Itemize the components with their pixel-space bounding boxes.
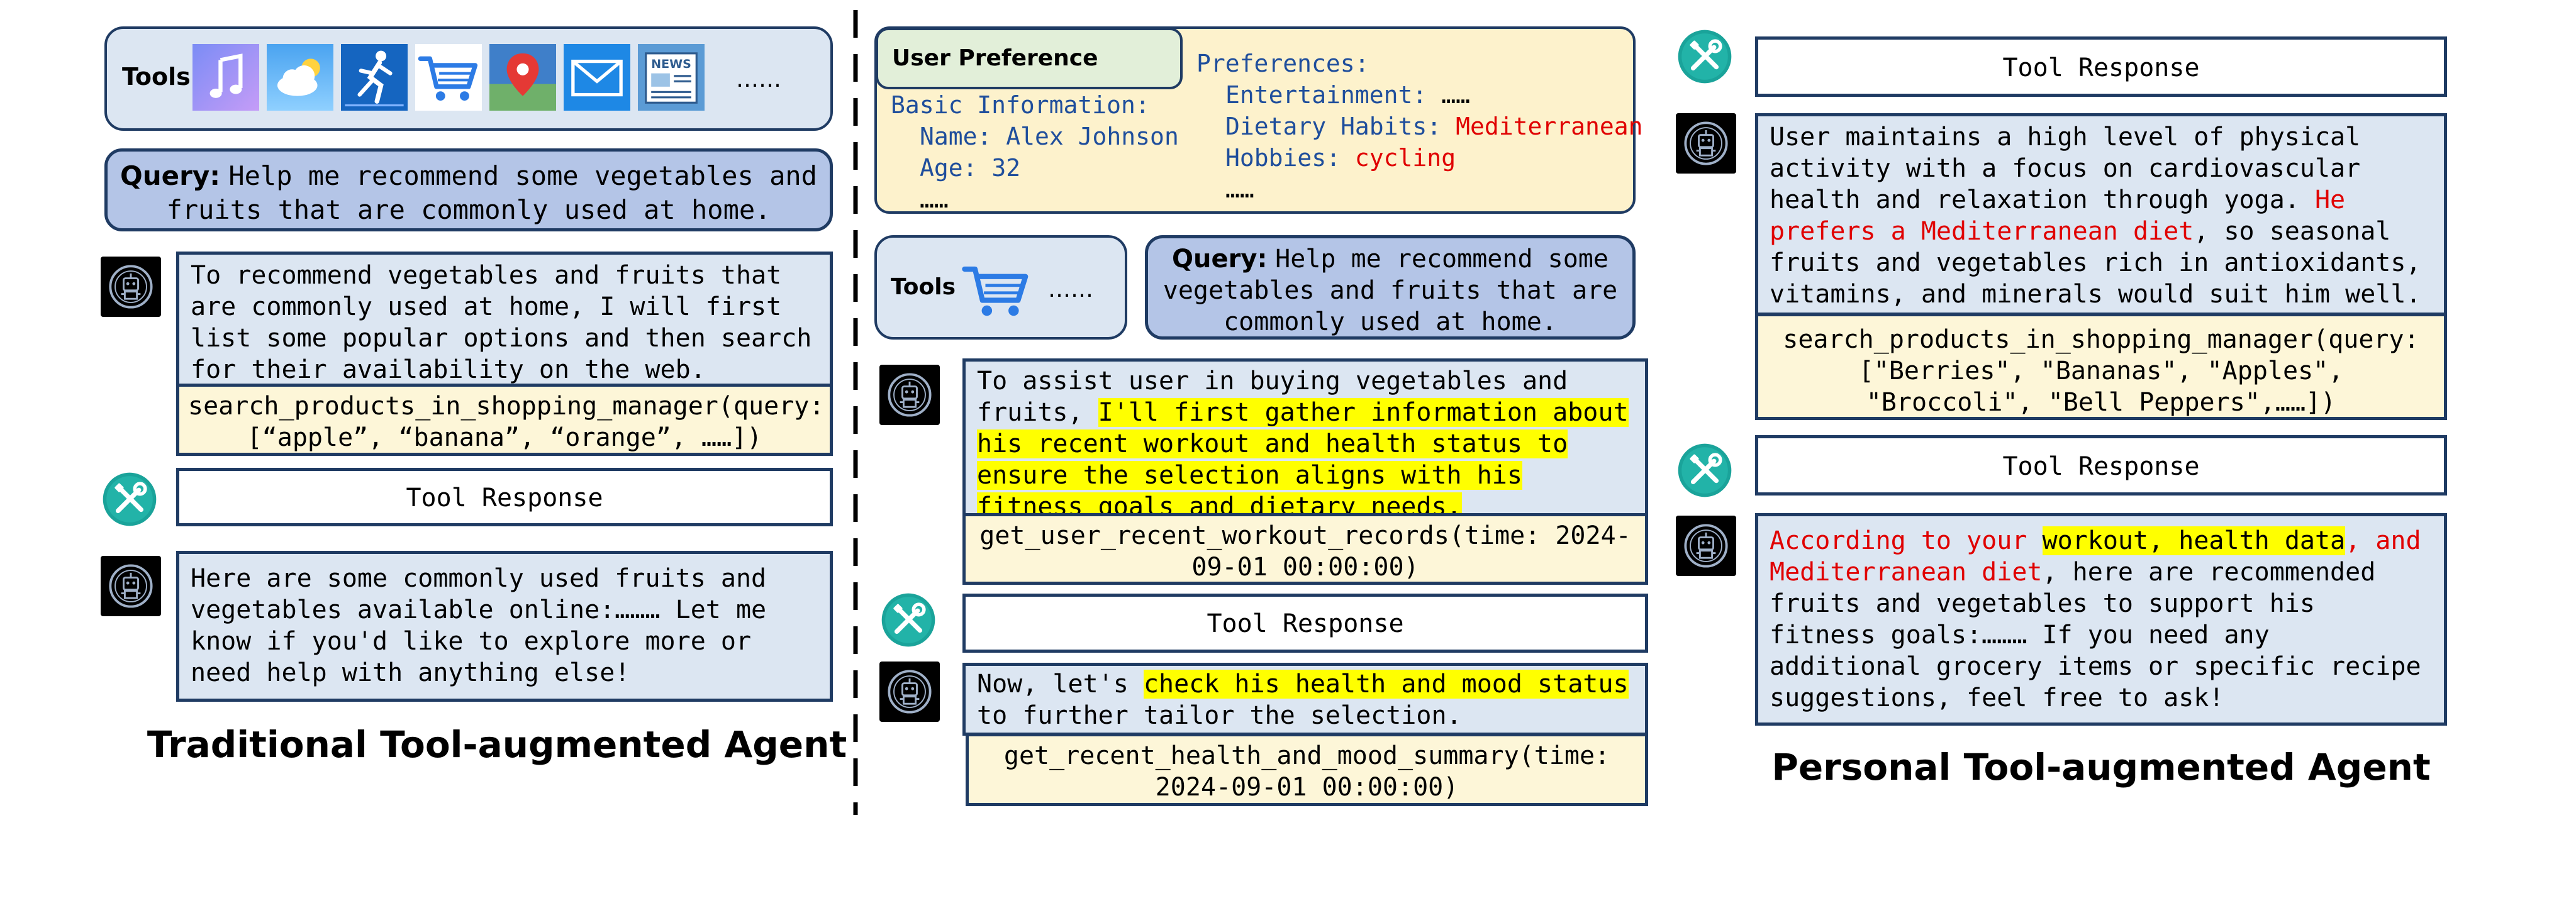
left-query-box: Query: Help me recommend some vegetables…: [104, 148, 833, 231]
left-tools-panel: Tools NEWS ……: [104, 26, 833, 131]
right-tool-response-2: Tool Response: [1755, 435, 2447, 496]
middle-call-2: get_recent_health_and_mood_summary(time:…: [966, 733, 1648, 806]
tool-wrench-icon: [879, 591, 937, 649]
diet-label: Dietary Habits:: [1225, 113, 1442, 140]
middle-thought-2-text-a: Now, let's: [977, 670, 1129, 699]
robot-avatar-icon: [101, 257, 161, 317]
right-answer-highlight: workout, health data: [2042, 526, 2346, 555]
left-tools-more: ……: [736, 67, 781, 92]
hobbies-label: Hobbies:: [1225, 144, 1341, 172]
svg-text:NEWS: NEWS: [651, 57, 691, 71]
right-call: search_products_in_shopping_manager(quer…: [1755, 313, 2447, 420]
middle-tools-panel: Tools ……: [874, 235, 1127, 340]
right-answer-red-2: , and Mediterranean diet: [1770, 526, 2421, 587]
user-preference-title: User Preference: [892, 45, 1098, 71]
right-answer: According to your workout, health data, …: [1755, 513, 2447, 726]
middle-call-1: get_user_recent_workout_records(time: 20…: [962, 513, 1648, 585]
right-tool-response-1: Tool Response: [1755, 36, 2447, 97]
tool-wrench-icon: [1676, 441, 1734, 499]
entertainment-value: ……: [1441, 81, 1470, 109]
middle-thought-2-text-b: to further tailor the selection.: [977, 701, 1462, 730]
robot-avatar-icon: [1676, 516, 1736, 576]
right-thought: User maintains a high level of physical …: [1755, 113, 2447, 316]
preferences-label: Preferences:: [1196, 50, 1369, 77]
left-tools-icons: NEWS: [192, 44, 759, 113]
middle-query-text: Help me recommend some vegetables and fr…: [1163, 245, 1618, 336]
middle-tools-label: Tools: [891, 274, 956, 300]
middle-thought-2-highlight: check his health and mood status: [1143, 670, 1629, 699]
name-value: Alex Johnson: [1006, 123, 1179, 150]
right-thought-text-a: User maintains a high level of physical …: [1770, 123, 2361, 214]
running-person-icon[interactable]: [341, 44, 408, 111]
shopping-cart-icon[interactable]: [959, 253, 1033, 327]
middle-tool-response: Tool Response: [962, 594, 1648, 653]
middle-thought-2: Now, let's check his health and mood sta…: [962, 663, 1648, 736]
left-query-label: Query:: [120, 160, 221, 191]
robot-avatar-icon: [101, 556, 161, 616]
age-value: 32: [991, 154, 1021, 182]
left-panel-title: Traditional Tool-augmented Agent: [147, 723, 847, 766]
dashed-divider: [853, 10, 858, 815]
robot-avatar-icon: [879, 365, 940, 425]
user-preference-panel: User Preference Basic Information: Name:…: [874, 26, 1642, 214]
tool-wrench-icon: [101, 470, 159, 528]
robot-avatar-icon: [879, 662, 940, 722]
music-note-icon[interactable]: [192, 44, 259, 111]
middle-tools-more: ……: [1048, 277, 1093, 302]
map-pin-icon[interactable]: [489, 44, 556, 111]
mail-envelope-icon[interactable]: [564, 44, 630, 111]
diet-value: Mediterranean: [1456, 113, 1643, 140]
weather-cloud-icon[interactable]: [267, 44, 333, 111]
preferences-ellipsis: ……: [1225, 175, 1254, 203]
tool-wrench-icon: [1676, 28, 1734, 86]
right-thought-text-b: , so seasonal fruits and vegetables rich…: [1770, 217, 2421, 309]
right-answer-text: , here are recommended fruits and vegeta…: [1770, 558, 2421, 712]
left-answer: Here are some commonly used fruits and v…: [176, 551, 833, 702]
left-call-1: search_products_in_shopping_manager(quer…: [176, 384, 833, 456]
middle-thought-1: To assist user in buying vegetables and …: [962, 358, 1648, 521]
entertainment-label: Entertainment:: [1225, 81, 1427, 109]
middle-query-label: Query:: [1172, 245, 1268, 274]
left-tool-response: Tool Response: [176, 468, 833, 526]
middle-query-box: Query: Help me recommend some vegetables…: [1145, 235, 1636, 340]
user-preference-header: User Preference: [876, 28, 1183, 89]
news-icon[interactable]: NEWS: [638, 44, 705, 111]
basic-info-ellipsis: ……: [920, 185, 949, 213]
name-label: Name:: [920, 123, 992, 150]
right-thought-red: He prefers a Mediterranean diet: [1770, 185, 2346, 246]
age-label: Age:: [920, 154, 978, 182]
left-query-text: Help me recommend some vegetables and fr…: [166, 160, 817, 225]
shopping-cart-icon[interactable]: [415, 44, 482, 111]
hobbies-value: cycling: [1354, 144, 1456, 172]
robot-avatar-icon: [1676, 113, 1736, 174]
basic-info-label: Basic Information:: [891, 91, 1150, 119]
middle-thought-1-text: To assist user in buying vegetables and …: [977, 367, 1568, 427]
left-tools-label: Tools: [122, 63, 191, 91]
left-thought-1: To recommend vegetables and fruits that …: [176, 252, 833, 387]
right-panel-title: Personal Tool-augmented Agent: [1771, 746, 2431, 789]
right-answer-red-1: According to your: [1770, 526, 2027, 555]
